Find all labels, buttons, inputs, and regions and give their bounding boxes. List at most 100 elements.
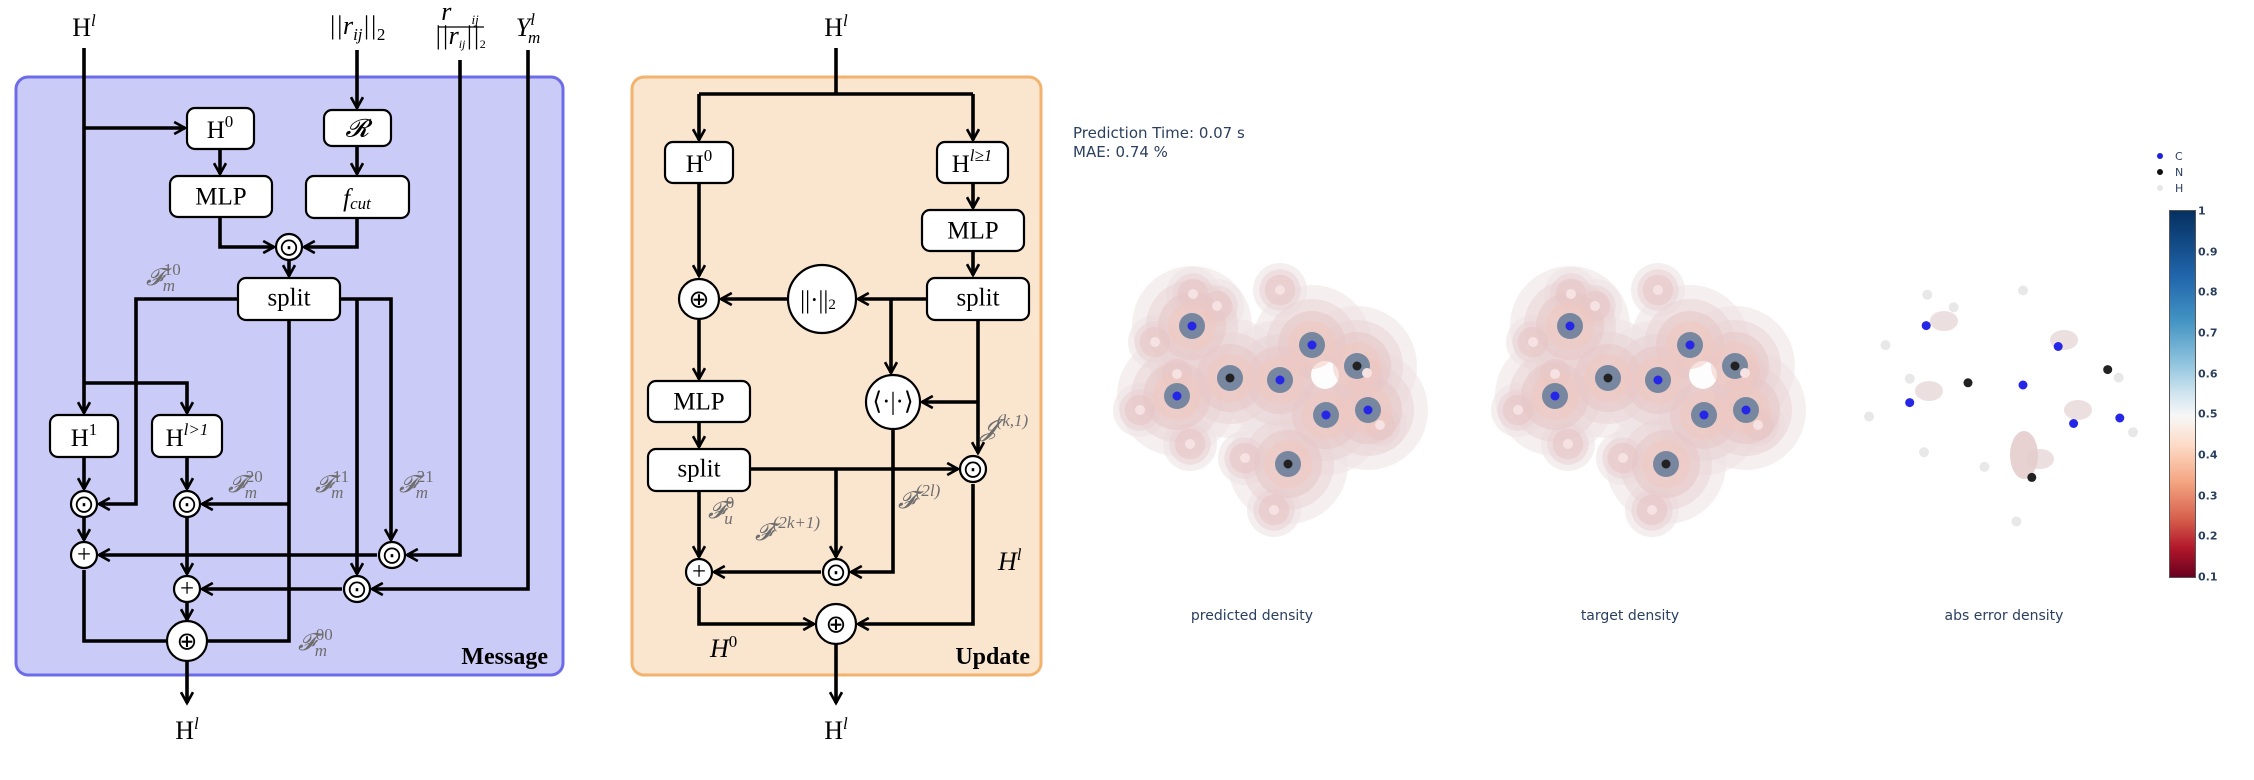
svg-text:⊙: ⊙ <box>382 543 403 570</box>
carbon-atom <box>1550 391 1560 401</box>
svg-text:r⃗ij: r⃗ij <box>441 0 479 27</box>
svg-text:MLP: MLP <box>673 389 724 416</box>
update-plus-node: + <box>684 557 714 587</box>
colorbar-tick: 0.1 <box>2198 570 2218 584</box>
svg-text:H1: H1 <box>71 420 98 452</box>
carbon-atom <box>1187 321 1197 331</box>
caption-target-density: target density <box>1580 608 1680 624</box>
svg-text:split: split <box>956 285 999 312</box>
update-direct-sum-top: ⊕ <box>677 277 721 321</box>
svg-text:Hl≥1: Hl≥1 <box>952 146 993 178</box>
svg-text:⟨·|·⟩: ⟨·|·⟩ <box>872 389 913 416</box>
svg-text:split: split <box>267 285 310 312</box>
svg-text:MLP: MLP <box>947 218 998 245</box>
mae-value: MAE: 0.74 % <box>1073 143 1168 161</box>
svg-text:⊕: ⊕ <box>177 629 198 656</box>
legend-item-h[interactable]: H <box>2154 180 2183 196</box>
svg-text:⊕: ⊕ <box>826 612 847 639</box>
hydrogen-dot-icon <box>2157 185 2163 191</box>
nitrogen-atom <box>2103 365 2113 375</box>
hadamard-node-f21: ⊙ <box>377 540 407 570</box>
direct-sum-node: ⊕ <box>165 619 209 663</box>
carbon-atom <box>1905 398 1915 408</box>
svg-text:𝓡: 𝓡 <box>345 116 373 143</box>
h0-box: H0 <box>185 106 256 151</box>
wire-label-h-l: Hl <box>997 545 1022 576</box>
update-block: Hl H0 <box>630 11 1043 745</box>
carbon-atom <box>2115 413 2125 423</box>
nitrogen-atom <box>1225 373 1235 383</box>
colorbar-tick: 0.9 <box>2198 245 2218 259</box>
carbon-atom <box>1565 321 1575 331</box>
svg-text:⊙: ⊙ <box>347 577 368 604</box>
update-direct-sum-bottom: ⊕ <box>814 602 858 646</box>
update-h0-box: H0 <box>663 140 735 185</box>
update-mlp-left-box: MLP <box>646 379 752 424</box>
colorbar-tick: 0.6 <box>2198 367 2218 381</box>
hadamard-node-h1: ⊙ <box>69 489 99 519</box>
update-title: Update <box>955 644 1030 670</box>
carbon-atom <box>1321 410 1331 420</box>
nitrogen-atom <box>1661 459 1671 469</box>
update-mlp-right-box: MLP <box>920 208 1026 253</box>
inner-product-node: ⟨·|·⟩ <box>864 373 922 431</box>
colorbar-tick: 0.8 <box>2198 285 2218 299</box>
fu2k1-label: 𝓕(2k+1) <box>755 513 820 546</box>
svg-text:fcut: fcut <box>343 185 372 213</box>
colorbar-tick: 0.4 <box>2198 448 2218 462</box>
carbon-atom <box>1741 405 1751 415</box>
prediction-info: Prediction Time: 0.07 s MAE: 0.74 % <box>1073 124 1245 162</box>
nitrogen-atom <box>1963 378 1973 388</box>
target-density-plot <box>1491 263 1806 537</box>
svg-text:H0: H0 <box>207 112 234 144</box>
mlp-box: MLP <box>168 174 274 219</box>
legend-label: C <box>2175 149 2183 163</box>
nitrogen-atom <box>1603 373 1613 383</box>
atom-legend[interactable]: C N H <box>2154 148 2183 196</box>
plus-node-mid: + <box>172 574 202 604</box>
abs-error-density-plot <box>1864 285 2138 527</box>
caption-predicted-density: predicted density <box>1190 608 1314 624</box>
hl-gt1-box: Hl>1 <box>150 413 224 459</box>
svg-text:Hl>1: Hl>1 <box>166 420 209 452</box>
svg-text:+: + <box>180 576 194 603</box>
carbon-atom <box>2069 419 2079 428</box>
colorbar-tick: 1 <box>2198 204 2206 218</box>
carbon-atom <box>1921 321 1931 331</box>
carbon-atom <box>1363 405 1373 415</box>
carbon-atom <box>2018 380 2028 390</box>
nitrogen-dot-icon <box>2157 169 2163 175</box>
svg-text:H0: H0 <box>686 146 713 178</box>
update-input-label: Hl <box>824 11 848 42</box>
svg-text:⊙: ⊙ <box>963 457 984 484</box>
legend-item-c[interactable]: C <box>2154 148 2183 164</box>
density-plots <box>1113 263 2138 537</box>
svg-text:+: + <box>77 542 91 569</box>
plus-node-left: + <box>69 540 99 570</box>
carbon-atom <box>1275 375 1285 385</box>
wire-label-h-0: H0 <box>709 632 737 663</box>
nitrogen-atom <box>2027 472 2037 482</box>
caption-abs-error-density: abs error density <box>1944 608 2064 624</box>
svg-text:⊙: ⊙ <box>177 492 198 519</box>
h1-box: H1 <box>48 413 120 459</box>
legend-label: H <box>2175 181 2184 195</box>
carbon-atom <box>2053 342 2063 351</box>
svg-text:⊙: ⊙ <box>279 235 300 262</box>
colorbar-tick: 0.2 <box>2198 529 2218 543</box>
update-split-left-box: split <box>646 447 752 493</box>
message-title: Message <box>461 644 548 670</box>
legend-item-n[interactable]: N <box>2154 164 2183 180</box>
input-h-l-label: Hl <box>72 11 96 42</box>
carbon-atom <box>1307 340 1317 350</box>
input-r-norm-label: ||rij||2 <box>329 11 386 44</box>
